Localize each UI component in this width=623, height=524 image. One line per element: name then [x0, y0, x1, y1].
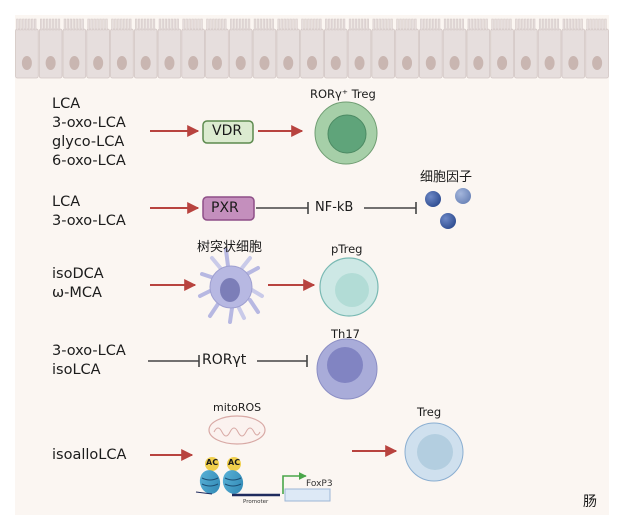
acetyl-mark-label: AC [228, 458, 241, 467]
vdr-box [202, 120, 254, 144]
epithelial-cell [86, 18, 110, 79]
ligand-list-dendritic: isoDCA ω-MCA [52, 265, 104, 303]
th17-cell-nucleus [327, 347, 363, 383]
epithelial-cell [514, 18, 538, 79]
ligand-label: isoDCA [52, 266, 104, 282]
nfkb-label: NF-kB [315, 200, 354, 215]
epithelial-cell [157, 18, 182, 79]
epithelial-cell [466, 18, 491, 79]
rorgt-label: RORγt [202, 352, 247, 368]
epithelial-cell [347, 18, 372, 79]
cytokine-dot [425, 191, 441, 207]
epithelial-cell [205, 18, 229, 79]
ligand-label: 3-oxo-LCA [52, 213, 126, 229]
epithelial-cell [561, 18, 586, 79]
epithelial-cell [323, 18, 348, 79]
ligand-list-pxr: LCA 3-oxo-LCA [52, 193, 126, 231]
ligand-label: LCA [52, 194, 81, 210]
epithelial-cell [276, 18, 301, 79]
ligand-list-rorgt: 3-oxo-LCA isoLCA [52, 342, 126, 380]
ror-treg-label: RORγ⁺ Treg [310, 87, 376, 101]
epithelial-cell [133, 18, 158, 79]
pxr-box [202, 196, 255, 221]
foxp3-label: FoxP3 [306, 479, 333, 489]
ligand-label: LCA [52, 96, 81, 112]
epithelial-cell [537, 18, 562, 79]
ligand-label: ω-MCA [52, 285, 102, 301]
epithelial-cell [395, 18, 419, 79]
cytokines-label: 细胞因子 [420, 170, 473, 185]
ligand-label: glyco-LCA [52, 134, 125, 150]
ptreg-cell-nucleus [335, 273, 369, 307]
treg-label: Treg [417, 405, 442, 419]
treg-cell-nucleus [417, 434, 453, 470]
epithelial-cell [419, 18, 443, 79]
ligand-label-isoallolca: isoalloLCA [52, 447, 127, 463]
acetylated-nucleosomes [195, 457, 280, 497]
epithelial-cell [371, 18, 396, 79]
epithelial-cell [15, 18, 39, 79]
vdr-label: VDR [212, 123, 243, 139]
cytokine-dot [455, 188, 471, 204]
ligand-list-vdr: LCA 3-oxo-LCA glyco-LCA 6-oxo-LCA [52, 95, 126, 171]
th17-label: Th17 [331, 327, 360, 341]
acetyl-mark-label: AC [206, 458, 219, 467]
epithelial-cell [181, 18, 205, 79]
epithelial-cell [228, 18, 253, 79]
ligand-label: 3-oxo-LCA [52, 343, 126, 359]
ligand-label: isoLCA [52, 362, 101, 378]
cytokine-dot [440, 213, 456, 229]
ligand-label: 3-oxo-LCA [52, 115, 126, 131]
mitochondrion-icon [208, 415, 266, 445]
diagram-panel [15, 15, 609, 515]
ptreg-label: pTreg [331, 242, 363, 256]
dendritic-cell [198, 248, 264, 324]
pxr-label: PXR [211, 200, 239, 216]
tissue-label: 肠 [583, 494, 597, 510]
epithelial-cell [38, 18, 63, 79]
foxp3-gene [282, 472, 331, 502]
dendritic-cell-label: 树突状细胞 [197, 240, 263, 255]
epithelial-cell [300, 18, 324, 79]
mitoros-label: mitoROS [213, 401, 262, 414]
ligand-label: 6-oxo-LCA [52, 153, 126, 169]
epithelial-cell [490, 18, 514, 79]
epithelial-cell [585, 18, 609, 79]
promoter-label: Promoter [243, 499, 269, 505]
epithelial-cell [252, 18, 277, 79]
ror-treg-cell-nucleus [327, 114, 367, 154]
epithelial-cell [110, 18, 134, 79]
epithelial-cell [62, 18, 87, 79]
epithelial-cell [442, 18, 467, 79]
